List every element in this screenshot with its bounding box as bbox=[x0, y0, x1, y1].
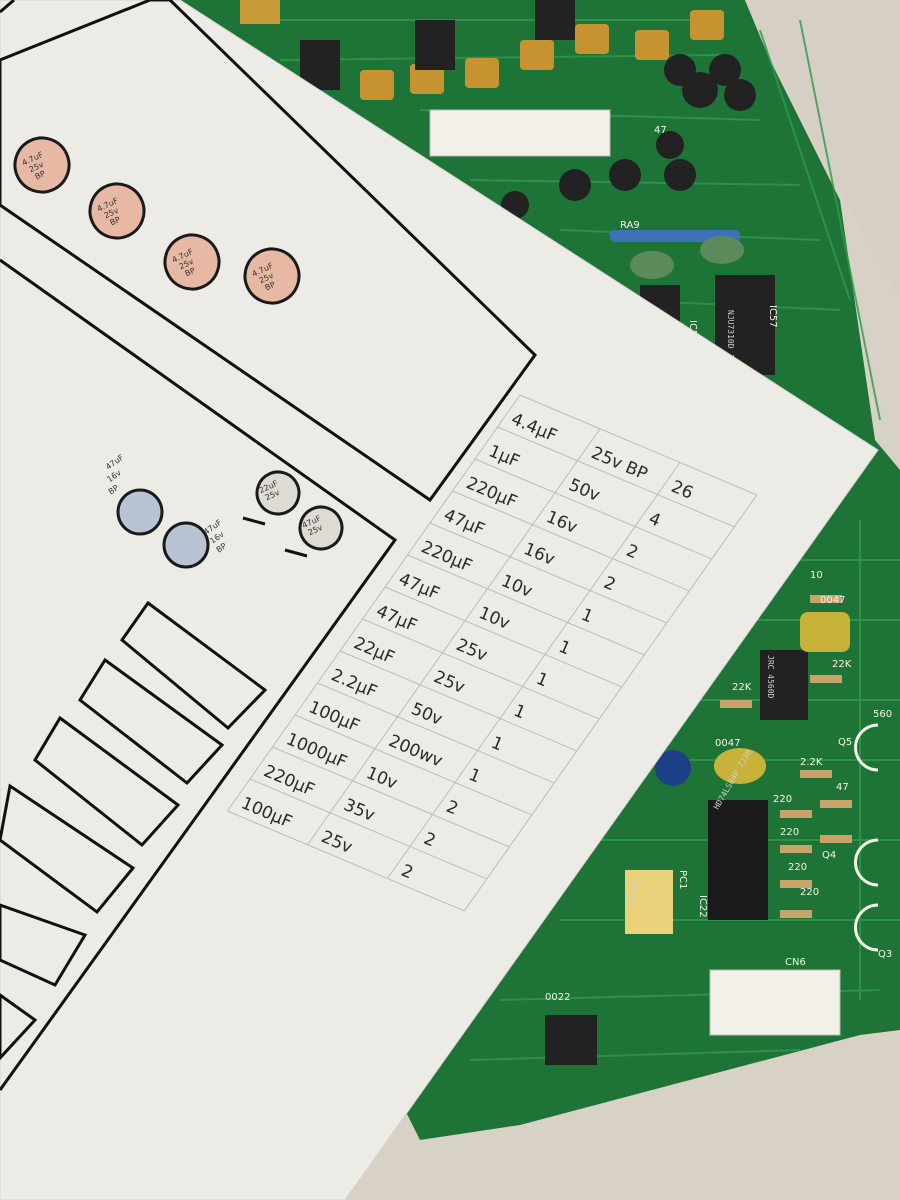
svg-text:22K: 22K bbox=[832, 659, 852, 670]
salmon-capacitor-body bbox=[243, 247, 301, 305]
blue-capacitor-0 bbox=[116, 488, 164, 536]
pcb-silkscreen: IC57 IC56 RA9 CN6 IC22 PC1 Q5 Q4 Q3 0022… bbox=[545, 125, 892, 1003]
svg-text:220: 220 bbox=[788, 862, 807, 873]
salmon-capacitor-body bbox=[163, 233, 221, 291]
salmon-capacitor-label: BP bbox=[184, 266, 197, 279]
small-capacitor-body bbox=[255, 470, 301, 516]
blue-capacitor-1 bbox=[162, 521, 210, 569]
printed-outline-shapes bbox=[0, 0, 537, 1091]
salmon-capacitor-label: BP bbox=[34, 169, 47, 182]
svg-text:220: 220 bbox=[773, 794, 792, 805]
svg-text:22K: 22K bbox=[732, 682, 752, 693]
bom-table-grid bbox=[227, 394, 758, 912]
svg-text:47: 47 bbox=[836, 782, 849, 793]
salmon-capacitor-label: BP bbox=[264, 280, 277, 293]
svg-text:PC1: PC1 bbox=[677, 870, 688, 889]
svg-text:RA9: RA9 bbox=[620, 220, 640, 231]
small-capacitor-body bbox=[298, 505, 344, 551]
cap-polarity-bars bbox=[242, 516, 308, 558]
pcb-components-top bbox=[240, 0, 775, 375]
svg-text:47: 47 bbox=[654, 125, 667, 136]
svg-text:Q5: Q5 bbox=[838, 737, 852, 748]
svg-text:NJU7310D JRC 7102: NJU7310D JRC 7102 bbox=[726, 310, 735, 392]
svg-text:JRC 4560D: JRC 4560D bbox=[766, 655, 775, 699]
svg-text:CN6: CN6 bbox=[785, 957, 806, 968]
svg-text:Q4: Q4 bbox=[822, 850, 836, 861]
svg-text:220: 220 bbox=[800, 887, 819, 898]
salmon-capacitor-body bbox=[13, 136, 71, 194]
svg-text:2.2K: 2.2K bbox=[800, 757, 823, 768]
svg-text:10: 10 bbox=[810, 570, 823, 581]
svg-text:220: 220 bbox=[780, 827, 799, 838]
salmon-capacitor-label: BP bbox=[109, 215, 122, 228]
pcb-components-right bbox=[545, 595, 879, 1065]
svg-text:Q3: Q3 bbox=[878, 949, 892, 960]
salmon-capacitor-body bbox=[88, 182, 146, 240]
svg-text:IC22: IC22 bbox=[697, 895, 708, 918]
svg-text:0047: 0047 bbox=[715, 738, 740, 749]
svg-text:560: 560 bbox=[873, 709, 892, 720]
svg-text:IC57: IC57 bbox=[767, 305, 778, 328]
svg-text:0047: 0047 bbox=[820, 595, 845, 606]
svg-text:0022: 0022 bbox=[545, 992, 570, 1003]
